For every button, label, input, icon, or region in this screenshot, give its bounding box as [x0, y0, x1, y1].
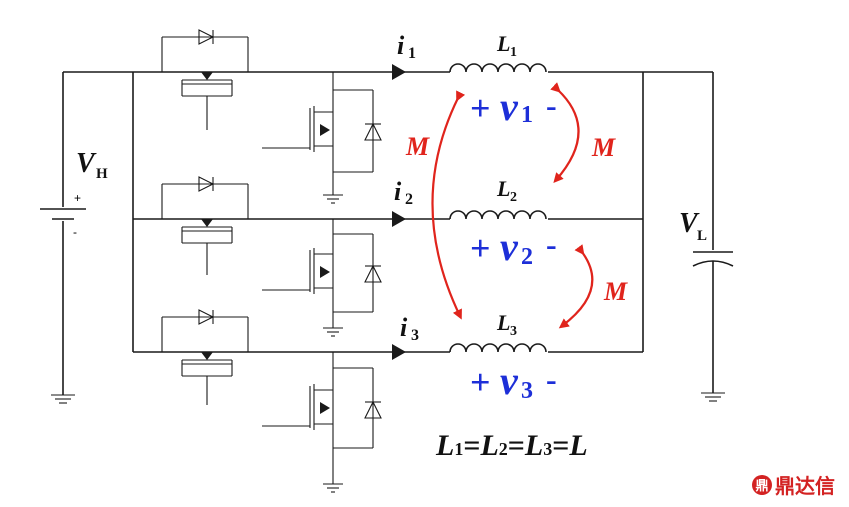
mutual-arrow-1-3	[431, 90, 466, 320]
inductor-icon	[449, 343, 547, 353]
l2-symbol: L	[496, 176, 510, 201]
vh-plus: +	[74, 191, 81, 205]
current-arrow-icon	[392, 344, 406, 360]
mutual-label-left: M	[405, 132, 430, 161]
current-arrow-icon	[392, 64, 406, 80]
phase-2: i 2 L 2 + v 2 -	[133, 176, 643, 337]
vh-minus: -	[73, 225, 77, 239]
ground-icon	[701, 392, 725, 402]
v3-symbol: v	[500, 358, 519, 403]
l3-symbol: L	[496, 310, 510, 335]
l2-subscript: 2	[510, 190, 517, 205]
mutual-label-upper-right: M	[591, 133, 616, 162]
v1-symbol: v	[500, 84, 519, 129]
v3-minus: -	[546, 361, 557, 397]
watermark-text: 鼎达信	[775, 474, 835, 498]
inductance-equation: L1=L2=L3=L	[435, 429, 588, 462]
phase-3: i 3 L 3 + v 3 -	[133, 309, 643, 493]
mutual-label-lower-right: M	[603, 277, 628, 306]
i1-symbol: i	[397, 31, 405, 60]
ground-icon	[323, 483, 343, 493]
vl-symbol: V	[679, 208, 700, 239]
logo-seal-icon: 鼎	[752, 474, 772, 495]
i2-symbol: i	[394, 177, 402, 206]
l1-symbol: L	[496, 31, 510, 56]
vl-subscript: L	[697, 228, 707, 244]
mutual-coupling: M M M	[405, 82, 628, 329]
mutual-arrow-1-2	[550, 82, 580, 184]
v1-minus: -	[546, 87, 557, 123]
diode-icon	[198, 176, 215, 192]
v1-subscript: 1	[521, 102, 533, 128]
diode-icon	[198, 29, 215, 45]
i3-subscript: 3	[411, 327, 419, 344]
vh-subscript: H	[96, 166, 108, 182]
diode-icon	[198, 309, 215, 325]
inductor-icon	[449, 210, 547, 220]
v2-subscript: 2	[521, 244, 533, 270]
v3-subscript: 3	[521, 378, 533, 404]
ground-icon	[323, 327, 343, 337]
i3-symbol: i	[400, 313, 408, 342]
v1-plus: +	[470, 88, 491, 128]
i2-subscript: 2	[405, 191, 413, 208]
ground-icon	[323, 194, 343, 204]
v2-symbol: v	[500, 224, 519, 269]
l3-subscript: 3	[510, 324, 517, 339]
vh-symbol: V	[76, 148, 97, 179]
v2-minus: -	[546, 226, 557, 262]
inductor-icon	[449, 63, 547, 73]
i1-subscript: 1	[408, 45, 416, 62]
diode-icon	[364, 400, 382, 419]
diode-icon	[364, 122, 382, 141]
low-voltage-side: V L	[642, 71, 734, 402]
diode-icon	[364, 264, 382, 283]
current-arrow-icon	[392, 211, 406, 227]
v2-plus: +	[470, 228, 491, 268]
high-voltage-source: V H + -	[40, 71, 133, 404]
mutual-arrow-2-3	[558, 244, 594, 329]
v3-plus: +	[470, 362, 491, 402]
watermark-logo: 鼎 鼎达信	[752, 470, 835, 499]
ground-icon	[51, 394, 75, 404]
phase-1: i 1 L 1 + v 1 -	[133, 29, 643, 204]
l1-subscript: 1	[510, 45, 517, 60]
